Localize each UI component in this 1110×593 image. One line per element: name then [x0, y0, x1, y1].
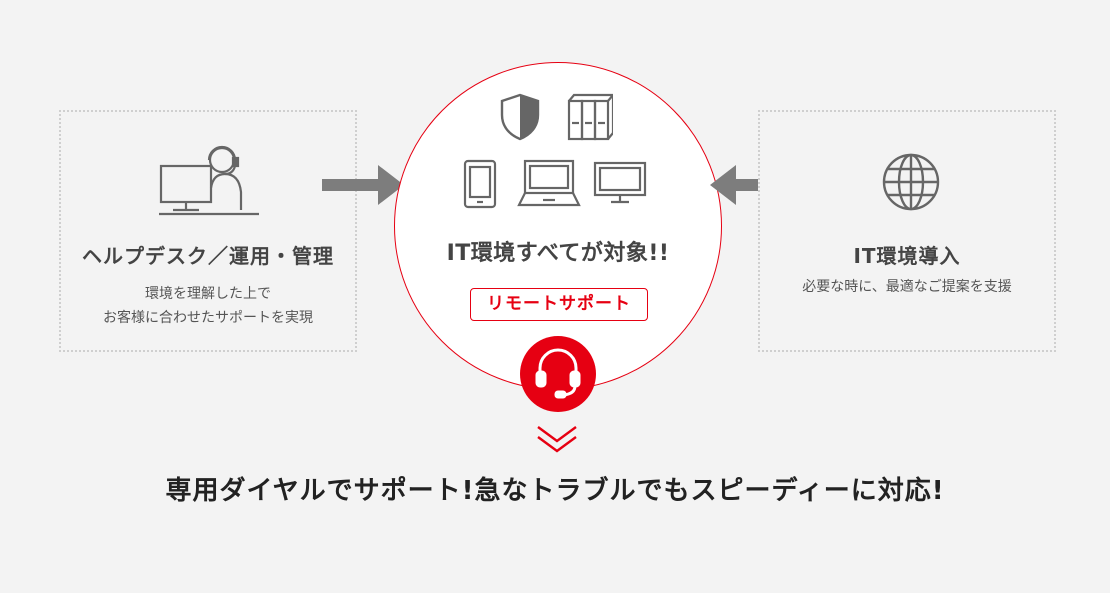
double-chevron-down-icon: [535, 425, 579, 455]
it-introduction-title: IT環境導入: [853, 244, 961, 268]
monitor-icon: [593, 161, 647, 205]
remote-support-badge: リモートサポート: [470, 288, 648, 321]
it-introduction-description: 必要な時に、最適なご提案を支援: [802, 279, 1012, 295]
circle-title: IT環境すべてが対象!!: [446, 241, 670, 266]
laptop-icon: [517, 159, 581, 209]
globe-icon: [881, 152, 941, 212]
operator-at-computer-icon: [159, 144, 259, 216]
helpdesk-title: ヘルプデスク／運用・管理: [82, 244, 334, 268]
it-environment-circle: IT環境すべてが対象!! リモートサポート: [394, 62, 722, 390]
arrow-right-icon: [322, 163, 404, 207]
headset-icon: [534, 348, 582, 400]
support-tagline: 専用ダイヤルでサポート!急なトラブルでもスピーディーに対応!: [165, 476, 945, 506]
binders-icon: [567, 93, 613, 141]
tablet-icon: [463, 159, 497, 209]
it-introduction-panel: IT環境導入 必要な時に、最適なご提案を支援: [758, 110, 1056, 352]
helpdesk-description: 環境を理解した上で お客様に合わせたサポートを実現: [103, 286, 313, 326]
headset-badge: [520, 336, 596, 412]
shield-icon: [499, 93, 541, 141]
helpdesk-panel: ヘルプデスク／運用・管理 環境を理解した上で お客様に合わせたサポートを実現: [59, 110, 357, 352]
